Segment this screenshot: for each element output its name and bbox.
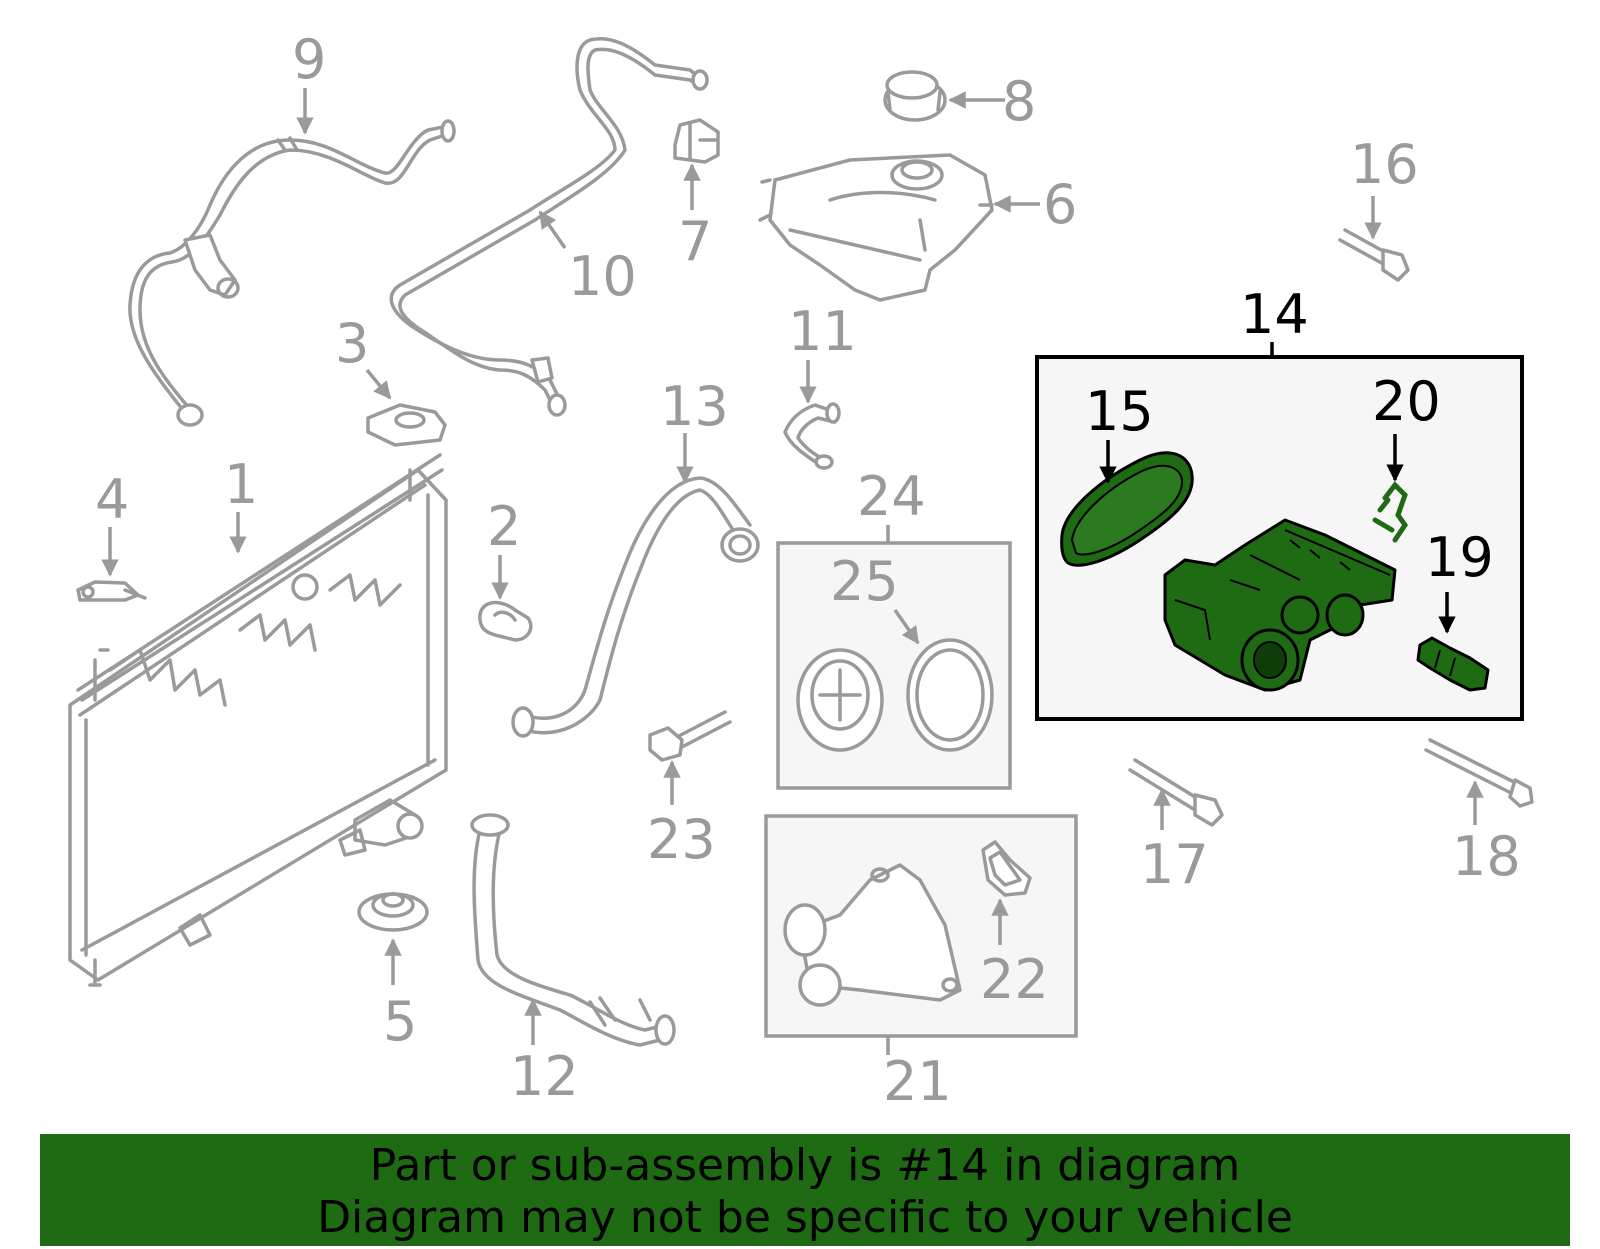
callout-14: 14: [1240, 283, 1309, 346]
clip-20-part[interactable]: [1372, 481, 1409, 543]
thermostat-part[interactable]: [796, 648, 884, 752]
outlet-housing-part[interactable]: [783, 863, 962, 1007]
callout-20: 20: [1372, 370, 1441, 433]
callout-5: 5: [383, 990, 417, 1053]
callout-labels: 1 2 3 4 5 6 7 8 9 10 11 12 13 14 15 16 1…: [95, 28, 1521, 1113]
info-banner: Part or sub-assembly is #14 in diagram D…: [40, 1134, 1570, 1246]
lower-hose-part[interactable]: [470, 813, 676, 1047]
callout-21: 21: [883, 1050, 952, 1113]
callout-3: 3: [335, 312, 369, 375]
upper-hose-part[interactable]: [128, 119, 456, 427]
leader-arrows: [101, 88, 1484, 1055]
callout-7: 7: [678, 210, 712, 273]
callout-24: 24: [857, 465, 926, 528]
bolt-18-part[interactable]: [1424, 738, 1534, 808]
elbow-hose-part[interactable]: [783, 402, 841, 470]
callout-17: 17: [1140, 833, 1209, 896]
callout-15: 15: [1085, 380, 1154, 443]
group-14-leader-arrows: [1099, 342, 1456, 634]
callout-6: 6: [1043, 173, 1077, 236]
bypass-hose-part[interactable]: [511, 476, 760, 738]
callout-4: 4: [95, 468, 129, 531]
callout-19: 19: [1425, 526, 1494, 589]
callout-16: 16: [1350, 133, 1419, 196]
hose-clip-part[interactable]: [673, 118, 720, 164]
banner-line-2: Diagram may not be specific to your vehi…: [317, 1192, 1293, 1243]
callout-10: 10: [568, 245, 637, 308]
seal-25-part[interactable]: [906, 638, 994, 752]
gasket-22-part[interactable]: [981, 840, 1032, 897]
callout-18: 18: [1452, 825, 1521, 888]
water-outlet-housing-part[interactable]: [1163, 518, 1397, 692]
sensor-clip-part[interactable]: [76, 580, 147, 602]
callout-8: 8: [1002, 70, 1036, 133]
bracket-part[interactable]: [366, 403, 447, 447]
reservoir-cap-part[interactable]: [883, 70, 947, 122]
temp-sensor-19-part[interactable]: [1416, 636, 1490, 692]
bolt-17-part[interactable]: [1128, 758, 1224, 827]
callout-22: 22: [980, 948, 1049, 1011]
bolt-16-part[interactable]: [1338, 228, 1410, 282]
bolt-23-part[interactable]: [648, 710, 732, 762]
callout-1: 1: [224, 453, 258, 516]
callout-9: 9: [292, 28, 326, 91]
reservoir-part[interactable]: [758, 153, 994, 302]
callout-11: 11: [788, 300, 857, 363]
banner-line-1: Part or sub-assembly is #14 in diagram: [369, 1140, 1241, 1191]
clamp-part[interactable]: [478, 600, 533, 642]
callout-25: 25: [830, 550, 899, 613]
mount-part[interactable]: [357, 892, 429, 932]
callout-23: 23: [647, 808, 716, 871]
callout-13: 13: [660, 375, 729, 438]
vent-tube-part[interactable]: [389, 37, 709, 417]
gasket-15-part[interactable]: [1060, 451, 1194, 567]
callout-12: 12: [510, 1045, 579, 1108]
callout-2: 2: [487, 495, 521, 558]
radiator-part[interactable]: [68, 453, 448, 987]
